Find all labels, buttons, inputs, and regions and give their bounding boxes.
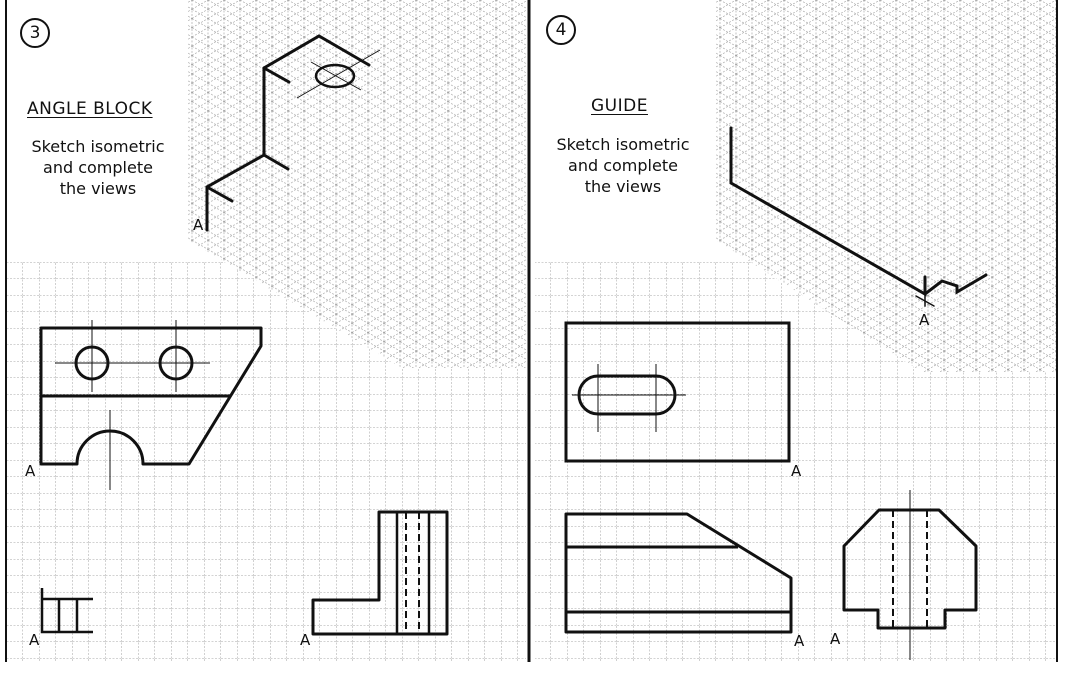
instruction-line: and complete [568, 156, 678, 175]
instruction-line: the views [584, 177, 662, 196]
exercise-instructions: Sketch isometric and complete the views [20, 136, 176, 199]
exercise-number: 4 [555, 20, 567, 40]
reference-label-a: A [830, 630, 841, 648]
instruction-line: Sketch isometric [31, 137, 165, 156]
reference-label-a: A [25, 462, 36, 480]
exercise-number: 3 [29, 23, 41, 43]
reference-label-a: A [794, 632, 805, 650]
reference-label-a: A [300, 631, 311, 649]
exercise-number-badge: 4 [546, 15, 576, 45]
instruction-line: the views [59, 179, 137, 198]
reference-label-a: A [791, 462, 802, 480]
guide-slot-centerlines [572, 364, 686, 432]
exercise-number-badge: 3 [20, 18, 50, 48]
reference-label-a: A [193, 216, 204, 234]
angle-block-front-view [39, 326, 263, 466]
angle-block-isometric-hole [296, 49, 381, 99]
angle-block-side-view [311, 510, 449, 636]
guide-isometric-start [729, 126, 988, 307]
reference-label-a: A [29, 631, 40, 649]
reference-label-a: A [919, 311, 930, 329]
angle-block-front-holes [55, 320, 210, 490]
exercise-title: GUIDE [591, 96, 648, 116]
instruction-line: and complete [43, 158, 153, 177]
angle-block-isometric-start [205, 34, 371, 232]
angle-block-top-view-partial [40, 588, 93, 634]
guide-front-view [564, 512, 793, 634]
instruction-line: Sketch isometric [556, 135, 690, 154]
exercise-instructions: Sketch isometric and complete the views [545, 134, 701, 197]
guide-side-view [842, 490, 978, 660]
exercise-title: ANGLE BLOCK [27, 99, 153, 119]
